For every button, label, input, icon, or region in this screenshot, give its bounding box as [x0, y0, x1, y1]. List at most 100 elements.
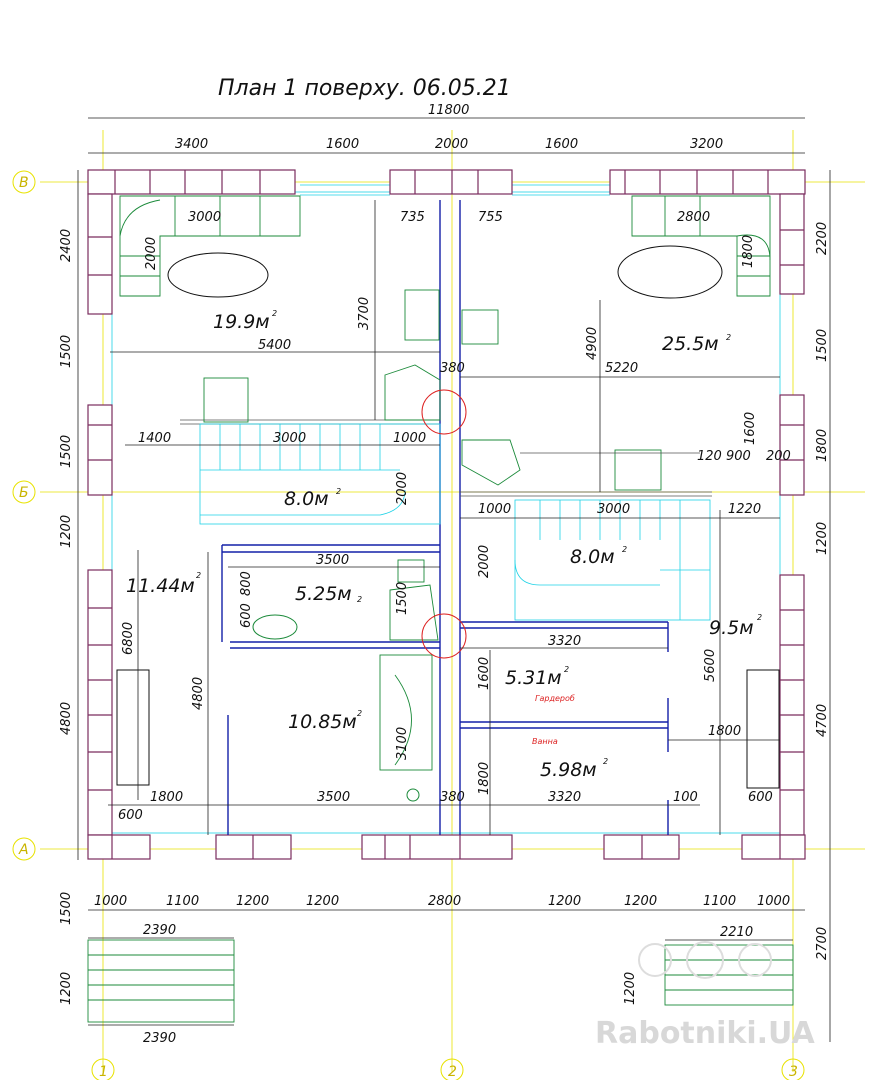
- room-area-8-unit: 2: [564, 665, 569, 674]
- room-area-10: 5.98м: [540, 759, 597, 781]
- dim-i-3000b: 3000: [273, 431, 306, 446]
- plan-title: План 1 поверху. 06.05.21: [218, 76, 511, 101]
- dim-i-120: 120: [697, 449, 722, 464]
- dim-i-800: 800: [239, 571, 254, 596]
- dim-i-600b: 600: [748, 790, 773, 805]
- dim-bottom-9: 1000: [757, 894, 790, 909]
- dim-i-1500: 1500: [395, 582, 410, 615]
- watermark: Rabotniki.UA: [595, 941, 815, 1051]
- dim-i-3700: 3700: [357, 297, 372, 330]
- note-bath: Ванна: [532, 737, 558, 746]
- dim-i-2000a: 2000: [144, 237, 159, 270]
- dim-top-5: 3200: [690, 137, 723, 152]
- axis-label-1: 1: [99, 1064, 108, 1080]
- room-area-1: 19.9м: [213, 311, 270, 333]
- dim-i-380b: 380: [440, 790, 465, 805]
- dim-left-4: 1200: [59, 515, 74, 548]
- dim-bottom-6: 1200: [548, 894, 581, 909]
- dim-i-900: 900: [726, 449, 751, 464]
- dim-bottom-8: 1100: [703, 894, 736, 909]
- dim-porch-left-bottom: 2390: [143, 1031, 176, 1046]
- dim-i-2800: 2800: [677, 210, 710, 225]
- dim-bottom-4: 1200: [306, 894, 339, 909]
- dim-i-5600: 5600: [703, 649, 718, 682]
- room-areas: 19.9м 2 25.5м 2 8.0м 2 11.44м 2 5.25м 2 …: [126, 309, 762, 781]
- dim-i-3500a: 3500: [316, 553, 349, 568]
- room-area-7: 9.5м: [709, 617, 754, 639]
- dim-right-6: 2700: [815, 927, 830, 960]
- dim-i-3500b: 3500: [317, 790, 350, 805]
- axis-label-3: 3: [789, 1064, 798, 1080]
- dim-right-3: 1800: [815, 429, 830, 462]
- axis-label-2: 2: [448, 1064, 457, 1080]
- note-wardrobe: Гардероб: [535, 694, 575, 703]
- room-area-1-unit: 2: [272, 309, 277, 318]
- helmet-icon: [738, 943, 772, 977]
- room-area-9: 10.85м: [288, 711, 357, 733]
- room-area-6-unit: 2: [622, 545, 627, 554]
- dim-overall: 11800: [428, 103, 469, 118]
- dim-i-600a: 600: [239, 603, 254, 628]
- dim-i-1000a: 1000: [393, 431, 426, 446]
- dim-i-600c: 600: [118, 808, 143, 823]
- dim-left-3: 1500: [59, 435, 74, 468]
- dim-bottom-2: 1100: [166, 894, 199, 909]
- dim-porch-left-top: 2390: [143, 923, 176, 938]
- room-area-10-unit: 2: [603, 757, 608, 766]
- dim-left-2: 1500: [59, 335, 74, 368]
- room-area-5-unit: 2: [357, 595, 362, 604]
- room-area-9-unit: 2: [357, 709, 362, 718]
- dim-i-2000c: 2000: [477, 545, 492, 578]
- external-walls: [87, 169, 806, 860]
- dim-left-1: 2400: [59, 229, 74, 262]
- dim-right-5: 4700: [815, 704, 830, 737]
- room-area-2-unit: 2: [726, 333, 731, 342]
- axis-label-b: Б: [19, 485, 29, 501]
- dim-i-3000a: 3000: [188, 210, 221, 225]
- dim-porch-right-h: 1200: [623, 972, 638, 1005]
- dim-i-6800: 6800: [121, 622, 136, 655]
- dim-i-755: 755: [478, 210, 503, 225]
- helmet-icon: [638, 943, 672, 977]
- furniture: [87, 195, 794, 1023]
- dim-right-4: 1200: [815, 522, 830, 555]
- dim-bottom-3: 1200: [236, 894, 269, 909]
- room-area-4-unit: 2: [196, 571, 201, 580]
- dim-i-1800a: 1800: [741, 235, 756, 268]
- dim-bottom-7: 1200: [624, 894, 657, 909]
- dim-i-3000c: 3000: [597, 502, 630, 517]
- room-area-3-unit: 2: [336, 487, 341, 496]
- dim-porch-right: 2210: [720, 925, 753, 940]
- dim-top-4: 1600: [545, 137, 578, 152]
- dim-i-3320a: 3320: [548, 634, 581, 649]
- room-area-8: 5.31м: [505, 667, 562, 689]
- axis-label-v: В: [19, 175, 29, 191]
- dim-bottom-1: 1000: [94, 894, 127, 909]
- dim-right-2: 1500: [815, 329, 830, 362]
- dim-top-3: 2000: [435, 137, 468, 152]
- dim-i-1600a: 1600: [743, 412, 758, 445]
- dimension-lines: [77, 117, 831, 1042]
- dim-i-3320b: 3320: [548, 790, 581, 805]
- dim-i-2000b: 2000: [395, 472, 410, 505]
- axis-label-a: А: [18, 842, 29, 858]
- dim-i-4900: 4900: [585, 327, 600, 360]
- dim-i-1600b: 1600: [477, 657, 492, 690]
- dim-i-1400: 1400: [138, 431, 171, 446]
- dim-left-5: 4800: [59, 702, 74, 735]
- interior-walls: [180, 200, 712, 835]
- dim-i-3100: 3100: [395, 727, 410, 760]
- dim-top-1: 3400: [175, 137, 208, 152]
- dim-i-1220: 1220: [728, 502, 761, 517]
- dim-i-1800c: 1800: [477, 762, 492, 795]
- room-area-7-unit: 2: [757, 613, 762, 622]
- dim-i-5220: 5220: [605, 361, 638, 376]
- dim-right-1: 2200: [815, 222, 830, 255]
- dim-top-2: 1600: [326, 137, 359, 152]
- watermark-text: Rabotniki.UA: [595, 1016, 815, 1051]
- room-area-4: 11.44м: [126, 575, 195, 597]
- room-area-2: 25.5м: [662, 333, 719, 355]
- dim-i-1000b: 1000: [478, 502, 511, 517]
- room-area-5: 5.25м: [295, 583, 352, 605]
